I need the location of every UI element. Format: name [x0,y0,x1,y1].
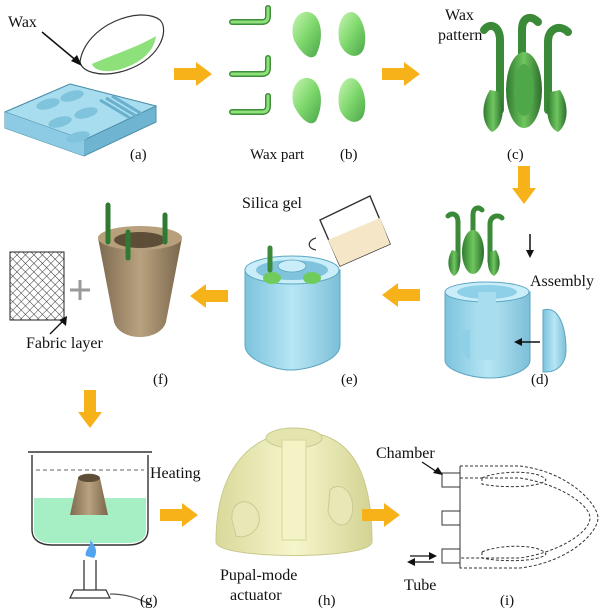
panel-a-mold [5,15,164,156]
label-wax: Wax [8,14,37,31]
arrow-a-to-b [174,62,212,86]
panel-label-i: (i) [500,593,514,609]
tube-out-arrowhead [407,558,415,566]
panel-label-g: (g) [140,593,158,609]
panel-b-wax-parts [232,8,365,123]
panel-label-c: (c) [507,147,524,163]
label-assembly: Assembly [530,273,594,290]
arrow-d-to-e [382,283,420,307]
arrow-f-to-g [78,390,102,428]
label-wax-part: Wax part [250,147,305,163]
panel-label-e: (e) [341,372,358,388]
panel-h-actuator [216,428,372,556]
panel-i-schematic [410,462,598,568]
label-wax-pattern-2: pattern [438,27,482,44]
tube-in-arrowhead [429,552,437,560]
arrow-b-to-c [382,62,420,86]
label-tube: Tube [404,577,436,594]
arrow-e-to-f [190,284,228,308]
panel-g-heating [28,452,152,604]
panel-label-a: (a) [130,147,147,163]
panel-label-d: (d) [531,372,549,388]
label-silica-gel: Silica gel [242,195,303,212]
label-fabric-layer: Fabric layer [26,335,104,352]
panel-f-fabric-shell [10,205,182,337]
panel-label-h: (h) [318,593,336,609]
panel-d-assembly [445,208,566,378]
label-heating: Heating [150,465,201,482]
label-chamber: Chamber [376,445,435,462]
arrow-g-to-h [160,503,198,527]
panel-c-wax-pattern [483,18,568,132]
panel-label-b: (b) [340,147,358,163]
label-pupal-1: Pupal-mode [220,567,297,584]
panel-label-f: (f) [153,372,168,388]
panel-e-silica-gel [245,196,390,370]
label-pupal-2: actuator [230,587,282,604]
arrow-c-to-d [512,166,536,204]
label-wax-pattern-1: Wax [445,7,474,24]
